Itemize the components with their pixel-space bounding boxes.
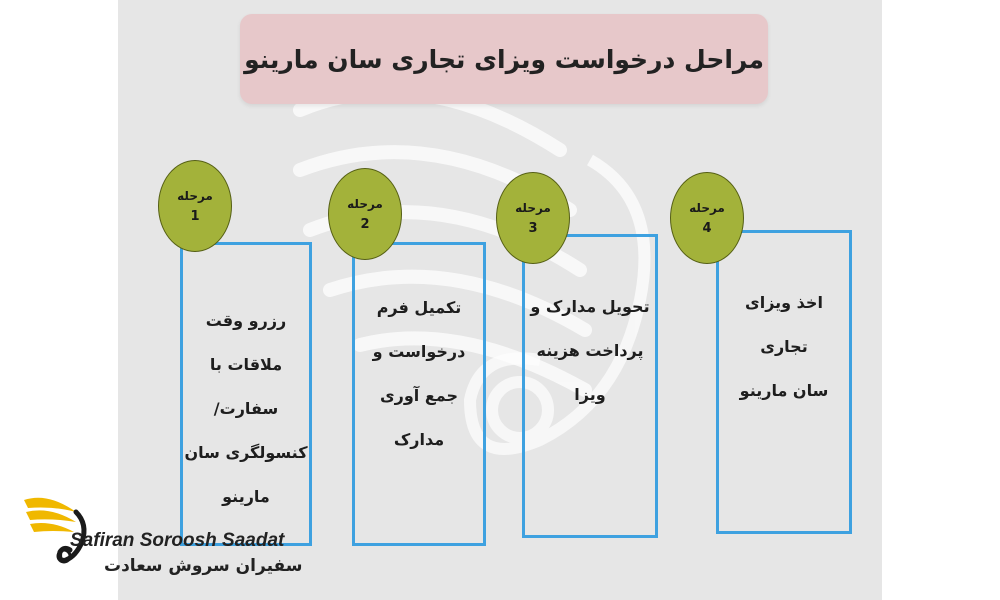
stage-3-label: مرحله bbox=[515, 201, 551, 215]
stage-1-line-4: کنسولگری سان bbox=[184, 443, 308, 462]
diagram-title: مراحل درخواست ویزای تجاری سان مارینو bbox=[244, 44, 764, 74]
stage-1-line-3: سفارت/ bbox=[213, 399, 279, 418]
stage-2-line-4: مدارک bbox=[393, 430, 445, 449]
stage-1-line-5: مارینو bbox=[222, 487, 270, 506]
stage-3-line-3: ویزا bbox=[574, 385, 606, 404]
stage-1-line-2: ملاقات با bbox=[209, 355, 283, 374]
stage-2-label: مرحله bbox=[347, 197, 383, 211]
stage-1-label: مرحله bbox=[177, 189, 213, 203]
stage-4-box: اخذ ویزای تجاری سان مارینو bbox=[716, 230, 852, 534]
swan-wing-icon bbox=[24, 497, 87, 564]
stage-4-line-3: سان مارینو bbox=[739, 381, 829, 400]
stage-2-line-3: جمع آوری bbox=[379, 386, 459, 405]
stage-1-line-1: رزرو وقت bbox=[205, 311, 287, 330]
stage-1-number: 1 bbox=[190, 209, 200, 224]
stage-4-line-1: اخذ ویزای bbox=[745, 293, 823, 312]
stage-2-box: تکمیل فرم درخواست و جمع آوری مدارک bbox=[352, 242, 486, 546]
stage-1-box: رزرو وقت ملاقات با سفارت/ کنسولگری سان م… bbox=[180, 242, 312, 546]
logo-persian-text: سفیران سروش سعادت bbox=[104, 556, 303, 576]
stage-2-oval: مرحله 2 bbox=[328, 168, 402, 260]
stage-3-number: 3 bbox=[528, 221, 538, 236]
stage-4-label: مرحله bbox=[689, 201, 725, 215]
stage-4-number: 4 bbox=[702, 221, 712, 236]
stage-3-line-2: پرداخت هزینه bbox=[536, 341, 644, 360]
stage-1-oval: مرحله 1 bbox=[158, 160, 232, 252]
stage-2-number: 2 bbox=[360, 217, 370, 232]
stage-3-line-1: تحویل مدارک و bbox=[530, 297, 650, 316]
stage-4-line-2: تجاری bbox=[760, 337, 808, 356]
stage-3-box: تحویل مدارک و پرداخت هزینه ویزا bbox=[522, 234, 658, 538]
company-logo: Safiran Soroosh Saadat سفیران سروش سعادت bbox=[18, 490, 302, 590]
stage-4-oval: مرحله 4 bbox=[670, 172, 744, 264]
stage-2-line-1: تکمیل فرم bbox=[376, 298, 462, 317]
logo-latin-text: Safiran Soroosh Saadat bbox=[70, 530, 285, 551]
stage-2-line-2: درخواست و bbox=[372, 342, 466, 361]
stage-3-oval: مرحله 3 bbox=[496, 172, 570, 264]
title-banner: مراحل درخواست ویزای تجاری سان مارینو bbox=[240, 14, 768, 104]
